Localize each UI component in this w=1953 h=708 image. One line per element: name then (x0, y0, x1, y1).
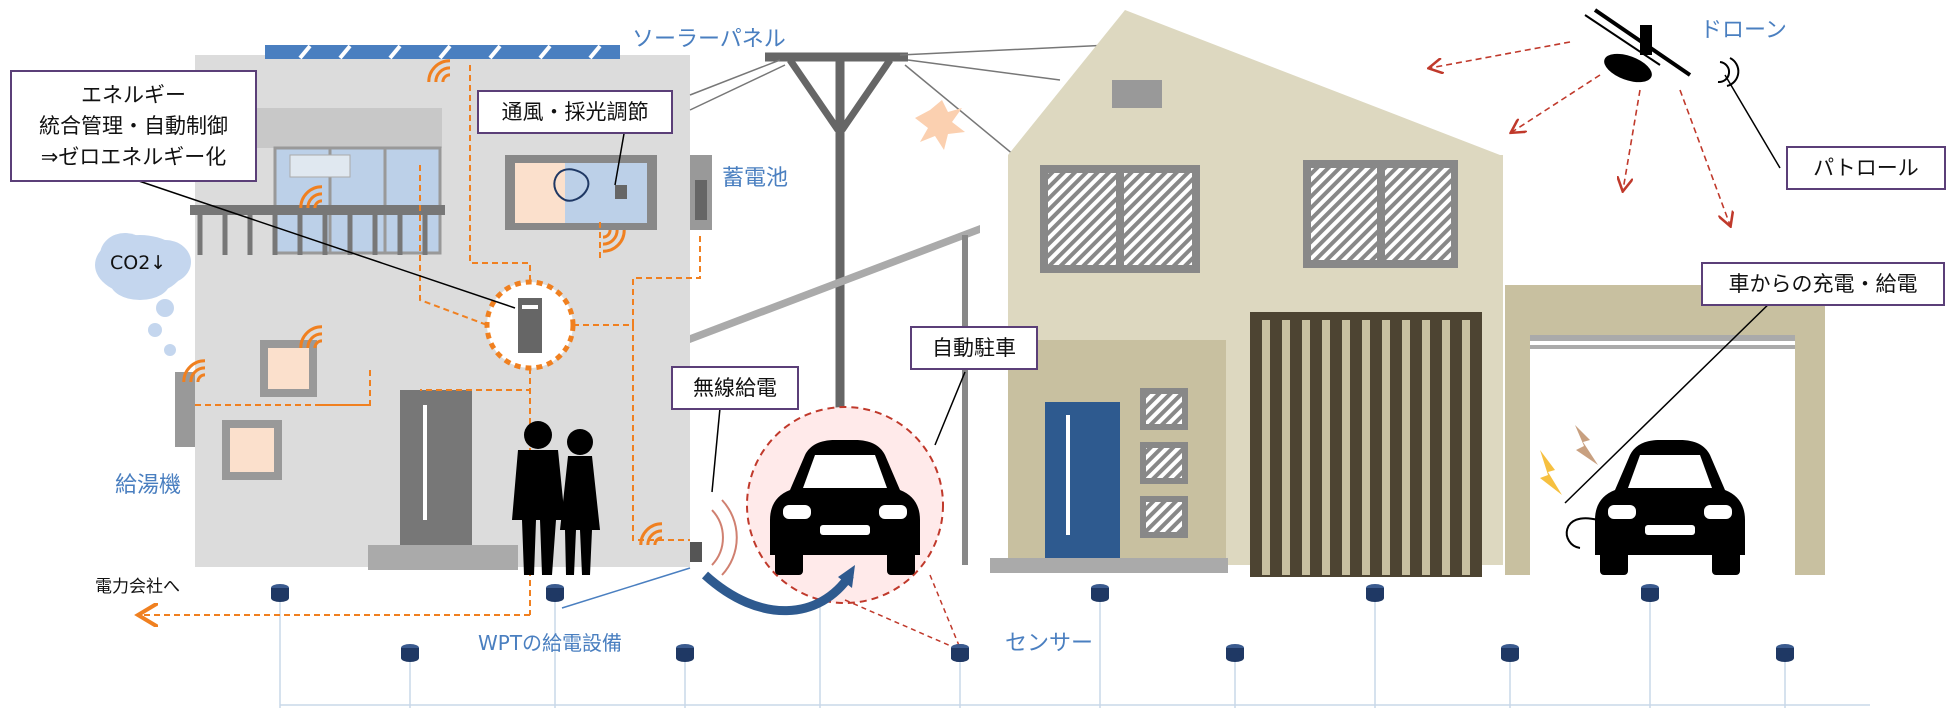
sensor-network (271, 584, 1870, 708)
co2-label: CO2↓ (110, 252, 167, 274)
callout-lines (129, 74, 1781, 609)
sensor-label: センサー (1005, 631, 1094, 656)
wireless-charging-text: 無線給電 (693, 376, 777, 400)
battery-label: 蓄電池 (722, 166, 789, 191)
drone-label: ドローン (1700, 18, 1787, 43)
solar-panel-label: ソーラーパネル (632, 27, 786, 52)
smart-house (95, 44, 738, 615)
power-company-label: 電力会社へ (95, 577, 180, 597)
auto-parking-box: 自動駐車 (910, 326, 1038, 370)
auto-parking-text: 自動駐車 (932, 336, 1016, 360)
ventilation-text: 通風・採光調節 (501, 100, 649, 124)
energy-line-3: ⇒ゼロエネルギー化 (40, 145, 227, 169)
patrol-box: パトロール (1786, 146, 1946, 190)
water-heater-label: 給湯機 (115, 473, 182, 498)
energy-management-box: エネルギー 統合管理・自動制御 ⇒ゼロエネルギー化 (10, 70, 257, 182)
energy-line-2: 統合管理・自動制御 (39, 114, 228, 138)
vehicle-charging-box: 車からの充電・給電 (1701, 262, 1945, 306)
vehicle-charging-text: 車からの充電・給電 (1728, 272, 1918, 296)
drone-icon (1430, 8, 1740, 225)
people-icon (512, 421, 600, 575)
energy-line-1: エネルギー (81, 83, 186, 107)
wpt-equipment-label: WPTの給電設備 (478, 631, 623, 655)
patrol-text: パトロール (1813, 156, 1919, 180)
wireless-charging-box: 無線給電 (671, 366, 799, 410)
carport (690, 225, 980, 565)
ventilation-box: 通風・採光調節 (477, 90, 673, 134)
neighbor-house (990, 10, 1825, 577)
